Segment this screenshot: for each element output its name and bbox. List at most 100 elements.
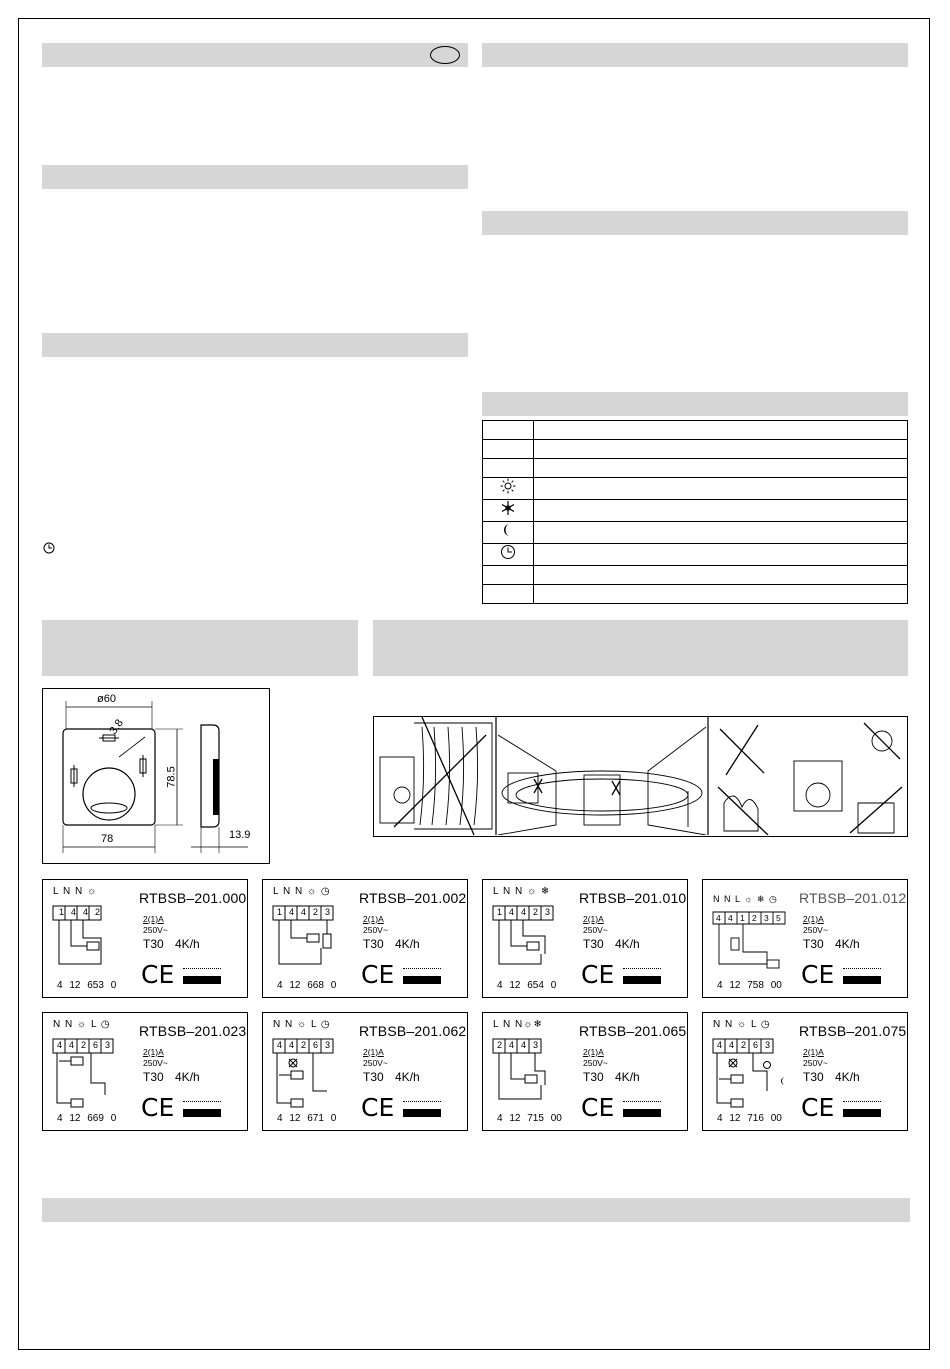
terminal-box: 1 xyxy=(59,907,64,917)
part-number: 4 12 668 0 xyxy=(277,980,337,991)
scale-bar xyxy=(403,976,441,984)
snowflake-icon xyxy=(501,501,515,515)
terminal-box: 4 xyxy=(728,913,733,923)
section-header-3 xyxy=(42,333,468,357)
ce-mark: CE xyxy=(801,960,835,989)
clock-icon xyxy=(43,542,55,554)
spec-text: T30 4K/h xyxy=(583,937,640,951)
table-row xyxy=(482,439,908,459)
model-number: RTBSB–201.010 xyxy=(579,890,687,906)
terminal-box: 4 xyxy=(729,1040,734,1050)
model-number: RTBSB–201.023 xyxy=(139,1023,247,1039)
terminal-box: 3 xyxy=(325,907,330,917)
mounting-illustration xyxy=(373,716,908,837)
ce-mark: CE xyxy=(361,1093,395,1122)
terminal-labels: N N ☼ L ◷ xyxy=(713,1019,771,1030)
terminal-box: 4 xyxy=(509,1040,514,1050)
rating-voltage: 250V~ xyxy=(363,925,388,935)
terminal-labels: L N N ☼ xyxy=(53,886,98,897)
dimension-diameter-label: ø60 xyxy=(97,693,116,705)
part-number: 4 12 716 00 xyxy=(717,1113,782,1124)
rating-current: 2(1)A xyxy=(363,1047,384,1057)
ce-mark: CE xyxy=(581,960,615,989)
ce-mark: CE xyxy=(801,1093,835,1122)
rating-current: 2(1)A xyxy=(583,914,604,924)
terminal-box: 2 xyxy=(497,1040,502,1050)
page-frame xyxy=(18,18,930,1350)
mounting-illustration-svg xyxy=(379,716,903,836)
part-number: 4 12 715 00 xyxy=(497,1113,562,1124)
terminal-labels: L N N ☼ ◷ xyxy=(273,886,331,897)
scale-ticks xyxy=(843,1101,881,1108)
table-row xyxy=(482,543,908,566)
scale-bar xyxy=(183,1109,221,1117)
section-header-mounting xyxy=(373,620,908,676)
dimension-drawing-svg xyxy=(62,701,248,853)
section-header-6 xyxy=(482,392,908,416)
terminal-box: 3 xyxy=(764,913,769,923)
ce-mark: CE xyxy=(141,1093,175,1122)
moon-icon xyxy=(504,524,510,536)
scale-ticks xyxy=(843,968,881,975)
dimension-depth-label: 13.9 xyxy=(229,829,251,841)
spec-text: T30 4K/h xyxy=(803,937,860,951)
section-header-2 xyxy=(42,165,468,189)
section-header-1 xyxy=(42,43,468,67)
terminal-box: 5 xyxy=(776,913,781,923)
language-badge xyxy=(430,46,460,64)
scale-ticks xyxy=(183,1101,221,1108)
terminal-box: 2 xyxy=(95,907,100,917)
terminal-box: 4 xyxy=(717,1040,722,1050)
terminal-box: 4 xyxy=(69,1040,74,1050)
rating-voltage: 250V~ xyxy=(803,925,828,935)
terminal-box: 1 xyxy=(740,913,745,923)
terminal-box: 2 xyxy=(313,907,318,917)
rating-current: 2(1)A xyxy=(803,914,824,924)
rating-voltage: 250V~ xyxy=(583,925,608,935)
scale-bar xyxy=(623,1109,661,1117)
terminal-box: 3 xyxy=(105,1040,110,1050)
part-number: 4 12 758 00 xyxy=(717,980,782,991)
wiring-diagram: 2 4 4 3 xyxy=(492,1038,546,1100)
terminal-box: 2 xyxy=(533,907,538,917)
scale-ticks xyxy=(403,968,441,975)
spec-text: T30 4K/h xyxy=(803,1070,860,1084)
ce-mark: CE xyxy=(361,960,395,989)
rating-current: 2(1)A xyxy=(363,914,384,924)
terminal-box: 2 xyxy=(741,1040,746,1050)
scale-bar xyxy=(843,1109,881,1117)
table-row xyxy=(482,499,908,522)
rating-current: 2(1)A xyxy=(803,1047,824,1057)
terminal-box: 3 xyxy=(765,1040,770,1050)
terminal-box: 3 xyxy=(533,1040,538,1050)
wiring-diagram: 4 4 2 6 3 xyxy=(52,1038,114,1108)
product-card-201-012: N N L ☼ ❄ ◷ 4 4 1 2 3 5 RTBSB–201.012 2(… xyxy=(702,879,908,998)
terminal-box: 4 xyxy=(301,907,306,917)
terminal-box: 6 xyxy=(93,1040,98,1050)
ce-mark: CE xyxy=(141,960,175,989)
terminal-labels: N N ☼ L ◷ xyxy=(53,1019,111,1030)
terminal-box: 4 xyxy=(71,907,76,917)
wiring-diagram: 1 4 4 2 3 xyxy=(272,905,334,965)
model-number: RTBSB–201.065 xyxy=(579,1023,687,1039)
terminal-box: 2 xyxy=(752,913,757,923)
table-row xyxy=(482,584,908,604)
terminal-box: 4 xyxy=(83,907,88,917)
terminal-box: 1 xyxy=(497,907,502,917)
wiring-diagram: 4 4 1 2 3 5 xyxy=(712,911,786,969)
dimension-width-label: 78 xyxy=(101,833,114,845)
rating-current: 2(1)A xyxy=(583,1047,604,1057)
table-row xyxy=(482,521,908,544)
terminal-box: 6 xyxy=(753,1040,758,1050)
part-number: 4 12 653 0 xyxy=(57,980,117,991)
table-row xyxy=(482,420,908,440)
section-header-bottom xyxy=(42,1198,910,1222)
